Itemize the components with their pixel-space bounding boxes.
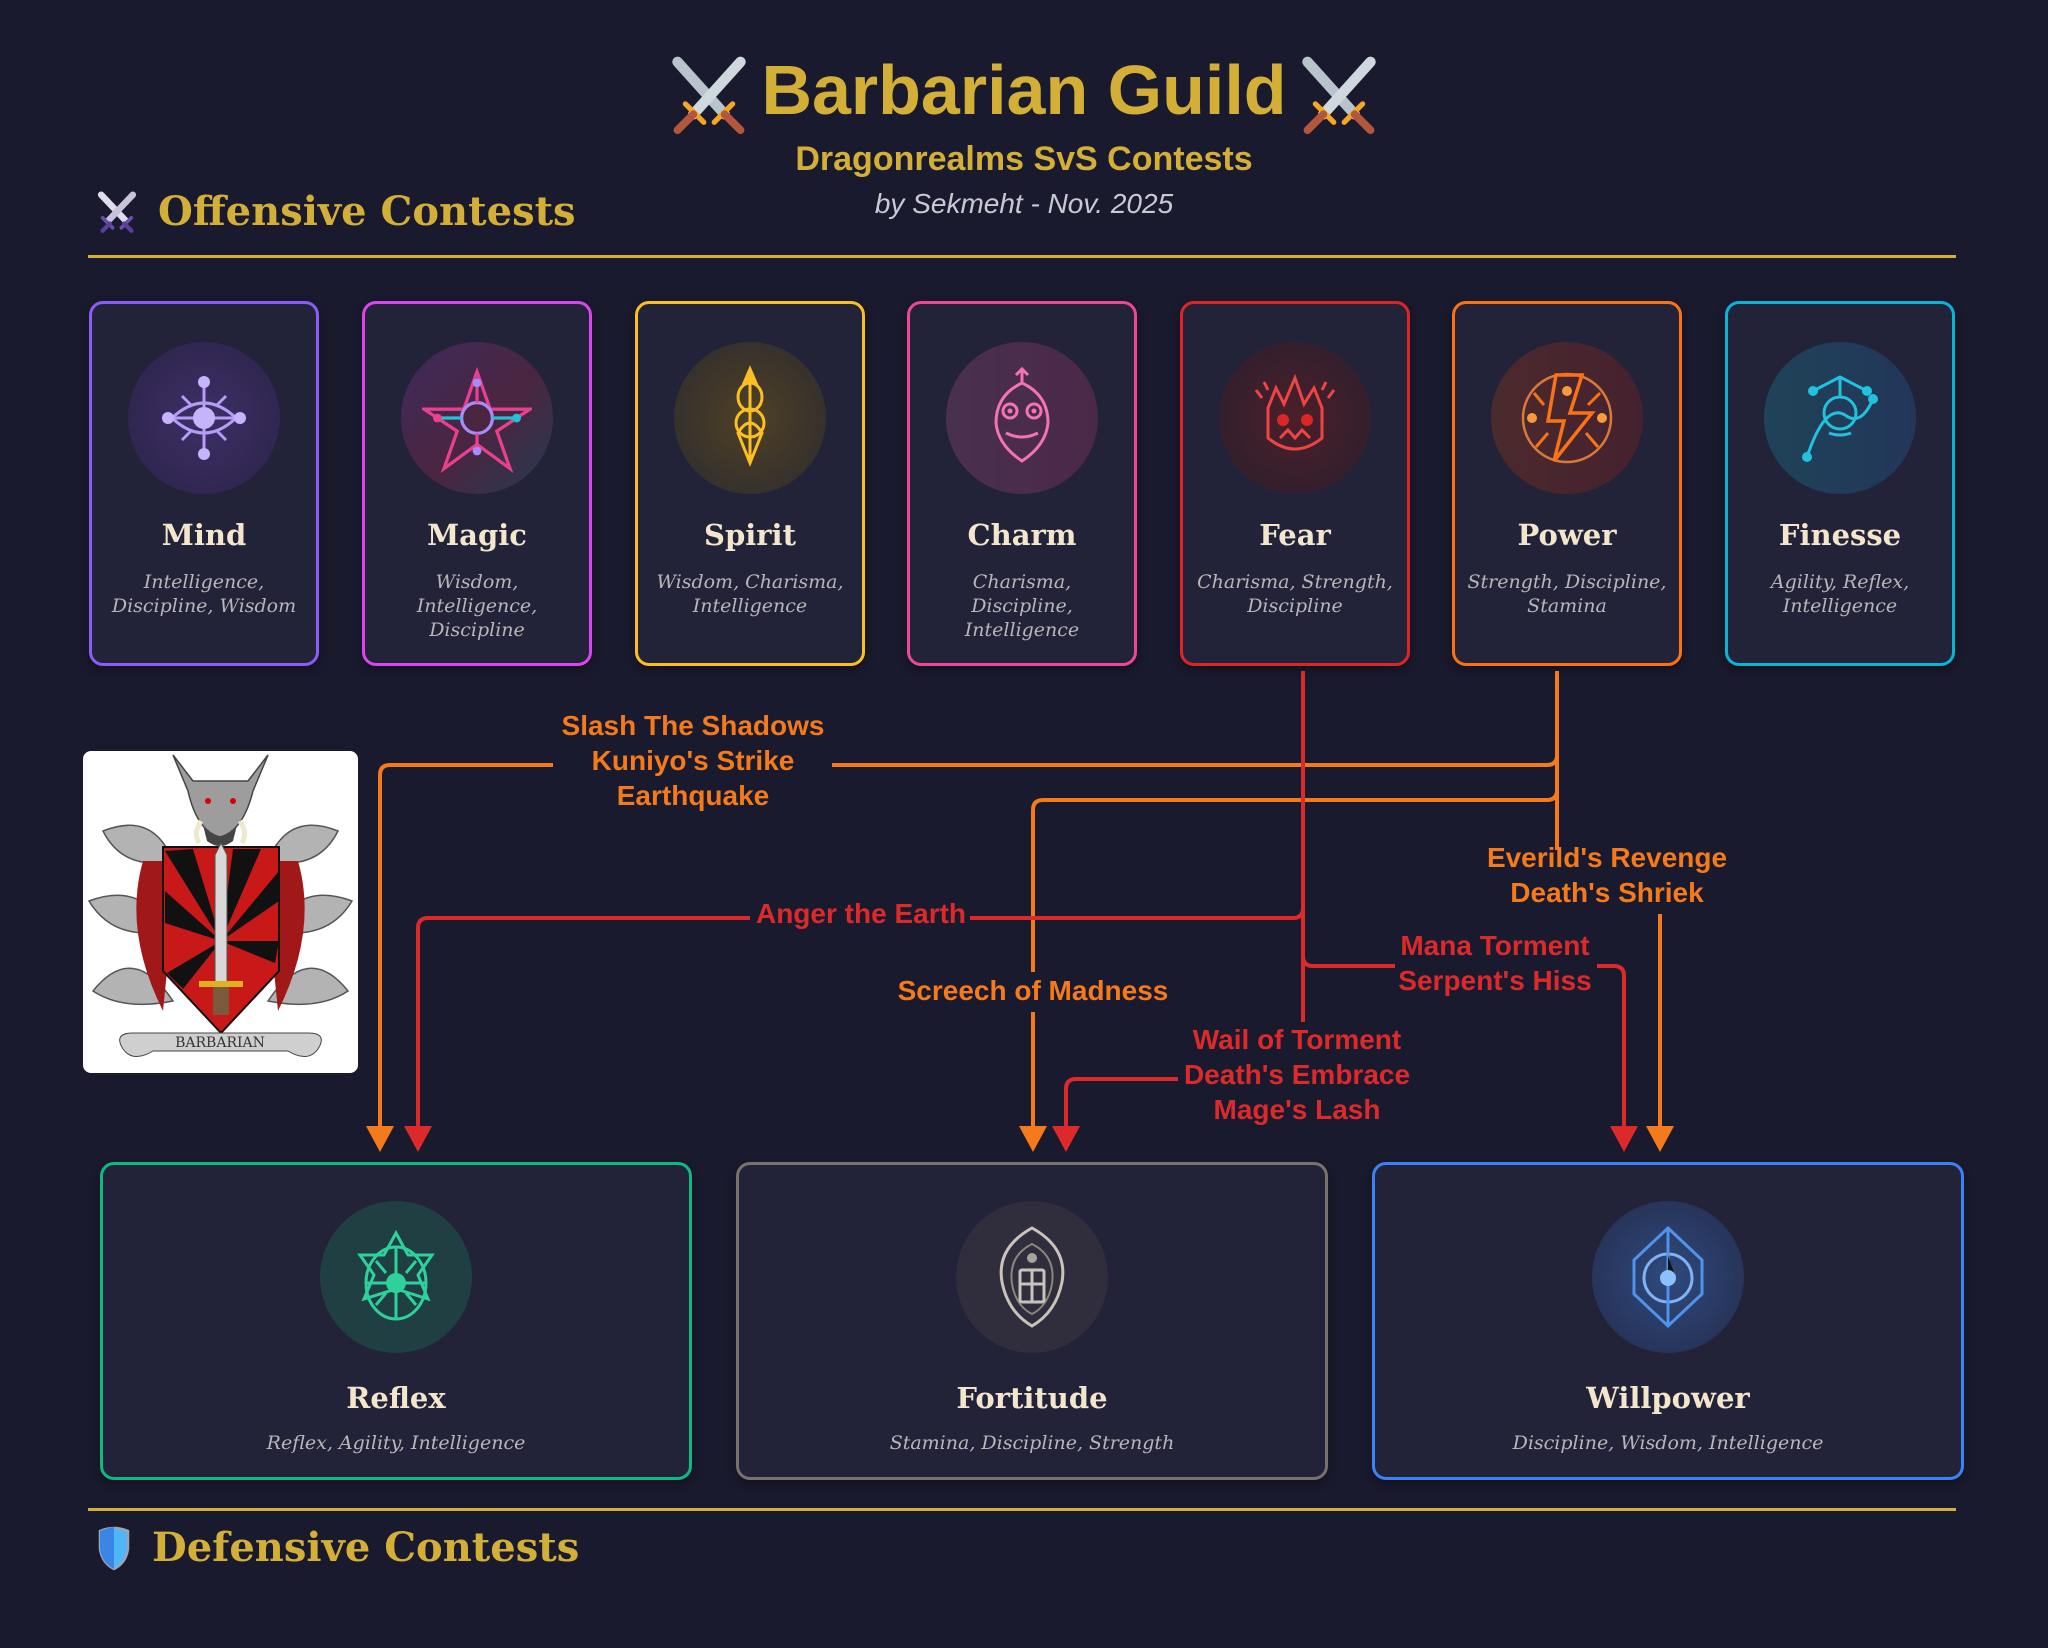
- ability-name: Earthquake: [616, 780, 770, 811]
- ability-label-power-fortitude: Screech of Madness: [880, 973, 1186, 1008]
- medal: [320, 1201, 472, 1353]
- eye-sigil-icon: [162, 376, 246, 460]
- lightning-bolt-icon: [1521, 372, 1613, 464]
- acrobat-icon: [1802, 375, 1878, 462]
- fear-to-fortitude-line: [1064, 1077, 1178, 1130]
- contest-card-reflex[interactable]: Reflex Reflex, Agility, Intelligence: [100, 1162, 692, 1480]
- smiling-face-icon: [994, 366, 1050, 463]
- medal: [674, 342, 826, 494]
- ability-label-fear-fortitude: Wail of Torment Death's Embrace Mage's L…: [1170, 1022, 1424, 1127]
- contest-name: Power: [1517, 518, 1617, 552]
- ability-name: Wail of Torment: [1192, 1024, 1402, 1055]
- ability-label-fear-reflex: Anger the Earth: [750, 896, 972, 931]
- offensive-heading-text: Offensive Contests: [158, 188, 576, 235]
- contest-card-spirit[interactable]: Spirit Wisdom, Charisma, Intelligence: [635, 301, 865, 666]
- ability-label-fear-willpower: Mana Torment Serpent's Hiss: [1390, 928, 1600, 998]
- byline: by Sekmeht - Nov. 2025: [874, 188, 1174, 219]
- defensive-heading-text: Defensive Contests: [152, 1524, 580, 1571]
- arrowhead-fear-reflex: [404, 1126, 432, 1152]
- contest-name: Spirit: [704, 518, 796, 552]
- contest-card-magic[interactable]: Magic Wisdom, Intelligence, Discipline: [362, 301, 592, 666]
- ability-name: Death's Embrace: [1183, 1059, 1411, 1090]
- ability-label-power-willpower: Everild's Revenge Death's Shriek: [1476, 840, 1738, 910]
- fortress-shield-icon: [999, 1226, 1065, 1328]
- medal: [401, 342, 553, 494]
- guild-crest: BARBARIAN: [83, 751, 358, 1073]
- contest-name: Charm: [967, 518, 1077, 552]
- spirit-flame-icon: [734, 365, 766, 468]
- ability-name: Anger the Earth: [755, 898, 967, 929]
- medal: [1219, 342, 1371, 494]
- contest-card-power[interactable]: Power Strength, Discipline, Stamina: [1452, 301, 1682, 666]
- crystal-clock-icon: [1632, 1225, 1704, 1329]
- medal: [128, 342, 280, 494]
- contest-name: Finesse: [1778, 518, 1902, 552]
- contest-card-mind[interactable]: Mind Intelligence, Discipline, Wisdom: [89, 301, 319, 666]
- crest-banner-text: BARBARIAN: [175, 1035, 265, 1051]
- screaming-face-icon: [1254, 373, 1336, 451]
- contest-name: Willpower: [1586, 1381, 1750, 1415]
- contest-stats: Wisdom, Charisma, Intelligence: [656, 571, 844, 617]
- contest-name: Reflex: [346, 1381, 446, 1415]
- medal: [1491, 342, 1643, 494]
- contest-name: Magic: [427, 518, 527, 552]
- subtitle: Dragonrealms SvS Contests: [795, 140, 1253, 178]
- arrowhead-fear-willpower: [1610, 1126, 1638, 1152]
- offensive-heading: Offensive Contests: [94, 188, 576, 235]
- contest-stats: Discipline, Wisdom, Intelligence: [1512, 1432, 1824, 1454]
- fear-to-reflex-line: [416, 907, 1305, 1130]
- ability-name: Serpent's Hiss: [1398, 965, 1592, 996]
- ability-name: Screech of Madness: [897, 975, 1169, 1006]
- medal: [1592, 1201, 1744, 1353]
- contest-stats: Intelligence, Discipline, Wisdom: [111, 571, 297, 617]
- star-compass-icon: [357, 1229, 435, 1321]
- contest-stats: Agility, Reflex, Intelligence: [1770, 571, 1910, 617]
- contest-card-finesse[interactable]: Finesse Agility, Reflex, Intelligence: [1725, 301, 1955, 666]
- title-text: Barbarian Guild: [761, 51, 1287, 129]
- contest-stats: Charisma, Strength, Discipline: [1197, 571, 1393, 617]
- ability-label-power-reflex: Slash The Shadows Kuniyo's Strike Earthq…: [553, 708, 833, 813]
- medal: [1764, 342, 1916, 494]
- contest-card-fear[interactable]: Fear Charisma, Strength, Discipline: [1180, 301, 1410, 666]
- arrowhead-power-fortitude: [1019, 1126, 1047, 1152]
- contest-stats: Wisdom, Intelligence, Discipline: [416, 571, 538, 641]
- contest-stats: Strength, Discipline, Stamina: [1467, 571, 1667, 617]
- ability-name: Slash The Shadows: [561, 710, 825, 741]
- guild-crest-icon: BARBARIAN: [87, 754, 354, 1057]
- contest-name: Fortitude: [956, 1381, 1108, 1415]
- crossed-swords-icon: [1301, 56, 1376, 134]
- ability-name: Kuniyo's Strike: [591, 745, 795, 776]
- page-title: Barbarian Guild: [0, 48, 2048, 138]
- contest-card-fortitude[interactable]: Fortitude Stamina, Discipline, Strength: [736, 1162, 1328, 1480]
- power-to-fortitude-line: [1031, 789, 1559, 1130]
- contest-name: Mind: [161, 518, 247, 552]
- arrowheads: [366, 1126, 1674, 1152]
- contest-card-willpower[interactable]: Willpower Discipline, Wisdom, Intelligen…: [1372, 1162, 1964, 1480]
- defensive-heading: Defensive Contests: [94, 1524, 579, 1571]
- ability-name: Everild's Revenge: [1486, 842, 1728, 873]
- shield-icon: [98, 1526, 130, 1570]
- arrowhead-power-willpower: [1646, 1126, 1674, 1152]
- power-to-reflex-line: [378, 754, 1559, 1130]
- ability-name: Mage's Lash: [1213, 1094, 1381, 1125]
- arrowhead-fear-fortitude: [1052, 1126, 1080, 1152]
- ability-name: Mana Torment: [1400, 930, 1590, 961]
- arrowhead-power-reflex: [366, 1126, 394, 1152]
- defensive-divider: [88, 1508, 1956, 1511]
- ability-name: Death's Shriek: [1510, 877, 1704, 908]
- offensive-divider: [88, 255, 1956, 258]
- contest-stats: Stamina, Discipline, Strength: [889, 1432, 1175, 1454]
- contest-stats: Reflex, Agility, Intelligence: [266, 1432, 526, 1454]
- medal: [956, 1201, 1108, 1353]
- contest-card-charm[interactable]: Charm Charisma, Discipline, Intelligence: [907, 301, 1137, 666]
- contest-name: Fear: [1259, 518, 1331, 552]
- pentagram-icon: [422, 366, 532, 473]
- crossed-swords-icon: [97, 191, 137, 233]
- contest-stats: Charisma, Discipline, Intelligence: [964, 571, 1080, 641]
- medal: [946, 342, 1098, 494]
- crossed-swords-icon: [672, 56, 747, 134]
- fear-to-willpower-line: [1301, 955, 1626, 1130]
